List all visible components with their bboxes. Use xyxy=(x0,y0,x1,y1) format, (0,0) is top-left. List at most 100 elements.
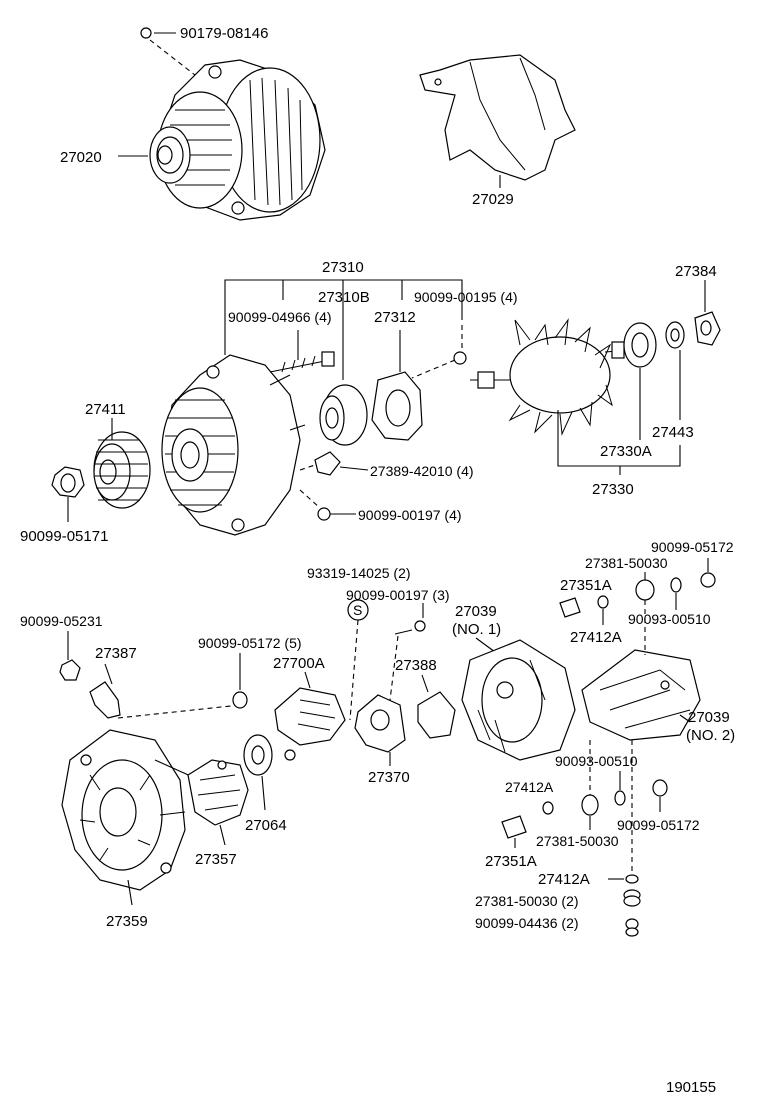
label-93319-14025: 93319-14025 (2) xyxy=(307,565,411,581)
brush-holder-illustration xyxy=(354,694,406,753)
label-27411: 27411 xyxy=(85,401,126,418)
leader-line xyxy=(299,464,316,471)
leader-line xyxy=(349,619,359,721)
rear-end-frame-illustration xyxy=(61,729,196,891)
label-90099-00197-4: 90099-00197 (4) xyxy=(358,507,462,523)
diagram-id: 190155 xyxy=(666,1079,716,1096)
bolt-icon xyxy=(269,351,335,373)
leader-line xyxy=(127,879,133,906)
nut-icon xyxy=(140,27,152,39)
label-27388: 27388 xyxy=(395,657,437,674)
nut-icon xyxy=(652,779,668,797)
label-27381-50030-top: 27381-50030 xyxy=(585,555,668,571)
label-27312: 27312 xyxy=(374,309,416,326)
label-90099-05231: 90099-05231 xyxy=(20,613,103,629)
label-27412A-top: 27412A xyxy=(570,629,622,646)
label-27039-no1-sub: (NO. 1) xyxy=(452,621,501,638)
label-90099-05172-mid: 90099-05172 xyxy=(617,817,700,833)
leader-line xyxy=(261,775,266,811)
insulator-icon xyxy=(581,794,599,816)
label-27330A: 27330A xyxy=(600,443,652,460)
nut-icon xyxy=(232,691,248,709)
label-90099-00197-3: 90099-00197 (3) xyxy=(346,587,450,603)
label-90099-05171: 90099-05171 xyxy=(20,528,108,545)
label-27310B: 27310B xyxy=(318,289,370,306)
leader-line xyxy=(421,674,429,693)
insulator-icon xyxy=(635,579,655,601)
bearing-illustration-rear xyxy=(623,322,657,368)
terminal-plate-illustration xyxy=(243,734,273,776)
nut-icon xyxy=(625,918,639,937)
leader-line xyxy=(679,714,691,723)
label-27039-no2: 27039 xyxy=(688,709,730,726)
drive-end-frame-illustration xyxy=(161,354,306,536)
nut-icon xyxy=(700,572,716,588)
label-27351A-top: 27351A xyxy=(560,577,612,594)
washer-icon xyxy=(542,801,554,815)
label-s-mark: S xyxy=(353,602,362,618)
pulley-illustration xyxy=(93,431,151,509)
label-27039-no1: 27039 xyxy=(455,603,497,620)
leader-line xyxy=(339,466,369,471)
label-27384: 27384 xyxy=(675,263,717,280)
label-27443: 27443 xyxy=(652,424,694,441)
label-27020: 27020 xyxy=(60,149,102,166)
screw-icon xyxy=(317,507,331,521)
pulley-nut-icon xyxy=(51,466,85,498)
label-27029: 27029 xyxy=(472,191,514,208)
leader-line xyxy=(299,489,321,509)
label-90099-04966: 90099-04966 (4) xyxy=(228,309,332,325)
label-27310: 27310 xyxy=(322,259,364,276)
washer-icon xyxy=(625,874,639,884)
nut-icon xyxy=(59,659,81,681)
washer-icon xyxy=(597,595,609,609)
screw-icon xyxy=(414,620,426,632)
insulator-icon xyxy=(559,597,581,618)
label-27370: 27370 xyxy=(368,769,410,786)
bearing-illustration xyxy=(319,384,368,446)
rectifier-holder-no1-illustration xyxy=(461,639,576,761)
rotor-illustration xyxy=(470,318,631,436)
bearing-retainer-illustration xyxy=(371,371,423,441)
leader-line xyxy=(149,39,196,76)
washer-icon xyxy=(614,790,626,806)
label-90179-08146: 90179-08146 xyxy=(180,25,268,42)
leader-line xyxy=(411,359,456,379)
voltage-regulator-illustration xyxy=(274,687,346,761)
brush-holder-cover-illustration xyxy=(417,691,456,739)
leader-line xyxy=(475,637,496,653)
label-27351A-bot: 27351A xyxy=(485,853,537,870)
spacer-illustration xyxy=(314,451,341,476)
label-90093-00510-top: 90093-00510 xyxy=(628,611,711,627)
label-90093-00510-mid: 90093-00510 xyxy=(555,753,638,769)
alternator-assembly-illustration xyxy=(149,59,326,221)
insulator-icon xyxy=(623,889,641,907)
label-27700A: 27700A xyxy=(273,655,325,672)
label-90099-04436-2: 90099-04436 (2) xyxy=(475,915,579,931)
label-27357: 27357 xyxy=(195,851,237,868)
label-27412A-bot: 27412A xyxy=(538,871,590,888)
label-90099-05172-5: 90099-05172 (5) xyxy=(198,635,302,651)
rear-cover-plate-illustration xyxy=(694,311,721,346)
screw-shank xyxy=(394,629,413,635)
bracket-illustration xyxy=(419,54,576,181)
label-27064: 27064 xyxy=(245,817,287,834)
leader-line xyxy=(117,704,241,719)
label-27381-50030-2: 27381-50030 (2) xyxy=(475,893,579,909)
screw-icon xyxy=(453,351,467,365)
terminal-insulator-illustration xyxy=(89,663,121,719)
rectifier-holder-no2-illustration xyxy=(581,649,701,741)
label-27387: 27387 xyxy=(95,645,137,662)
label-27412A-mid: 27412A xyxy=(505,779,554,795)
label-27039-no2-sub: (NO. 2) xyxy=(686,727,735,744)
label-27330: 27330 xyxy=(592,481,634,498)
leader-line xyxy=(219,824,226,846)
bearing-cover-illustration xyxy=(665,321,685,349)
label-90099-05172-top: 90099-05172 xyxy=(651,539,734,555)
label-27389-42010: 27389-42010 (4) xyxy=(370,463,474,479)
label-27381-50030-mid: 27381-50030 xyxy=(536,833,619,849)
insulator-icon xyxy=(501,815,527,839)
rectifier-illustration xyxy=(187,759,249,826)
washer-icon xyxy=(670,577,682,593)
